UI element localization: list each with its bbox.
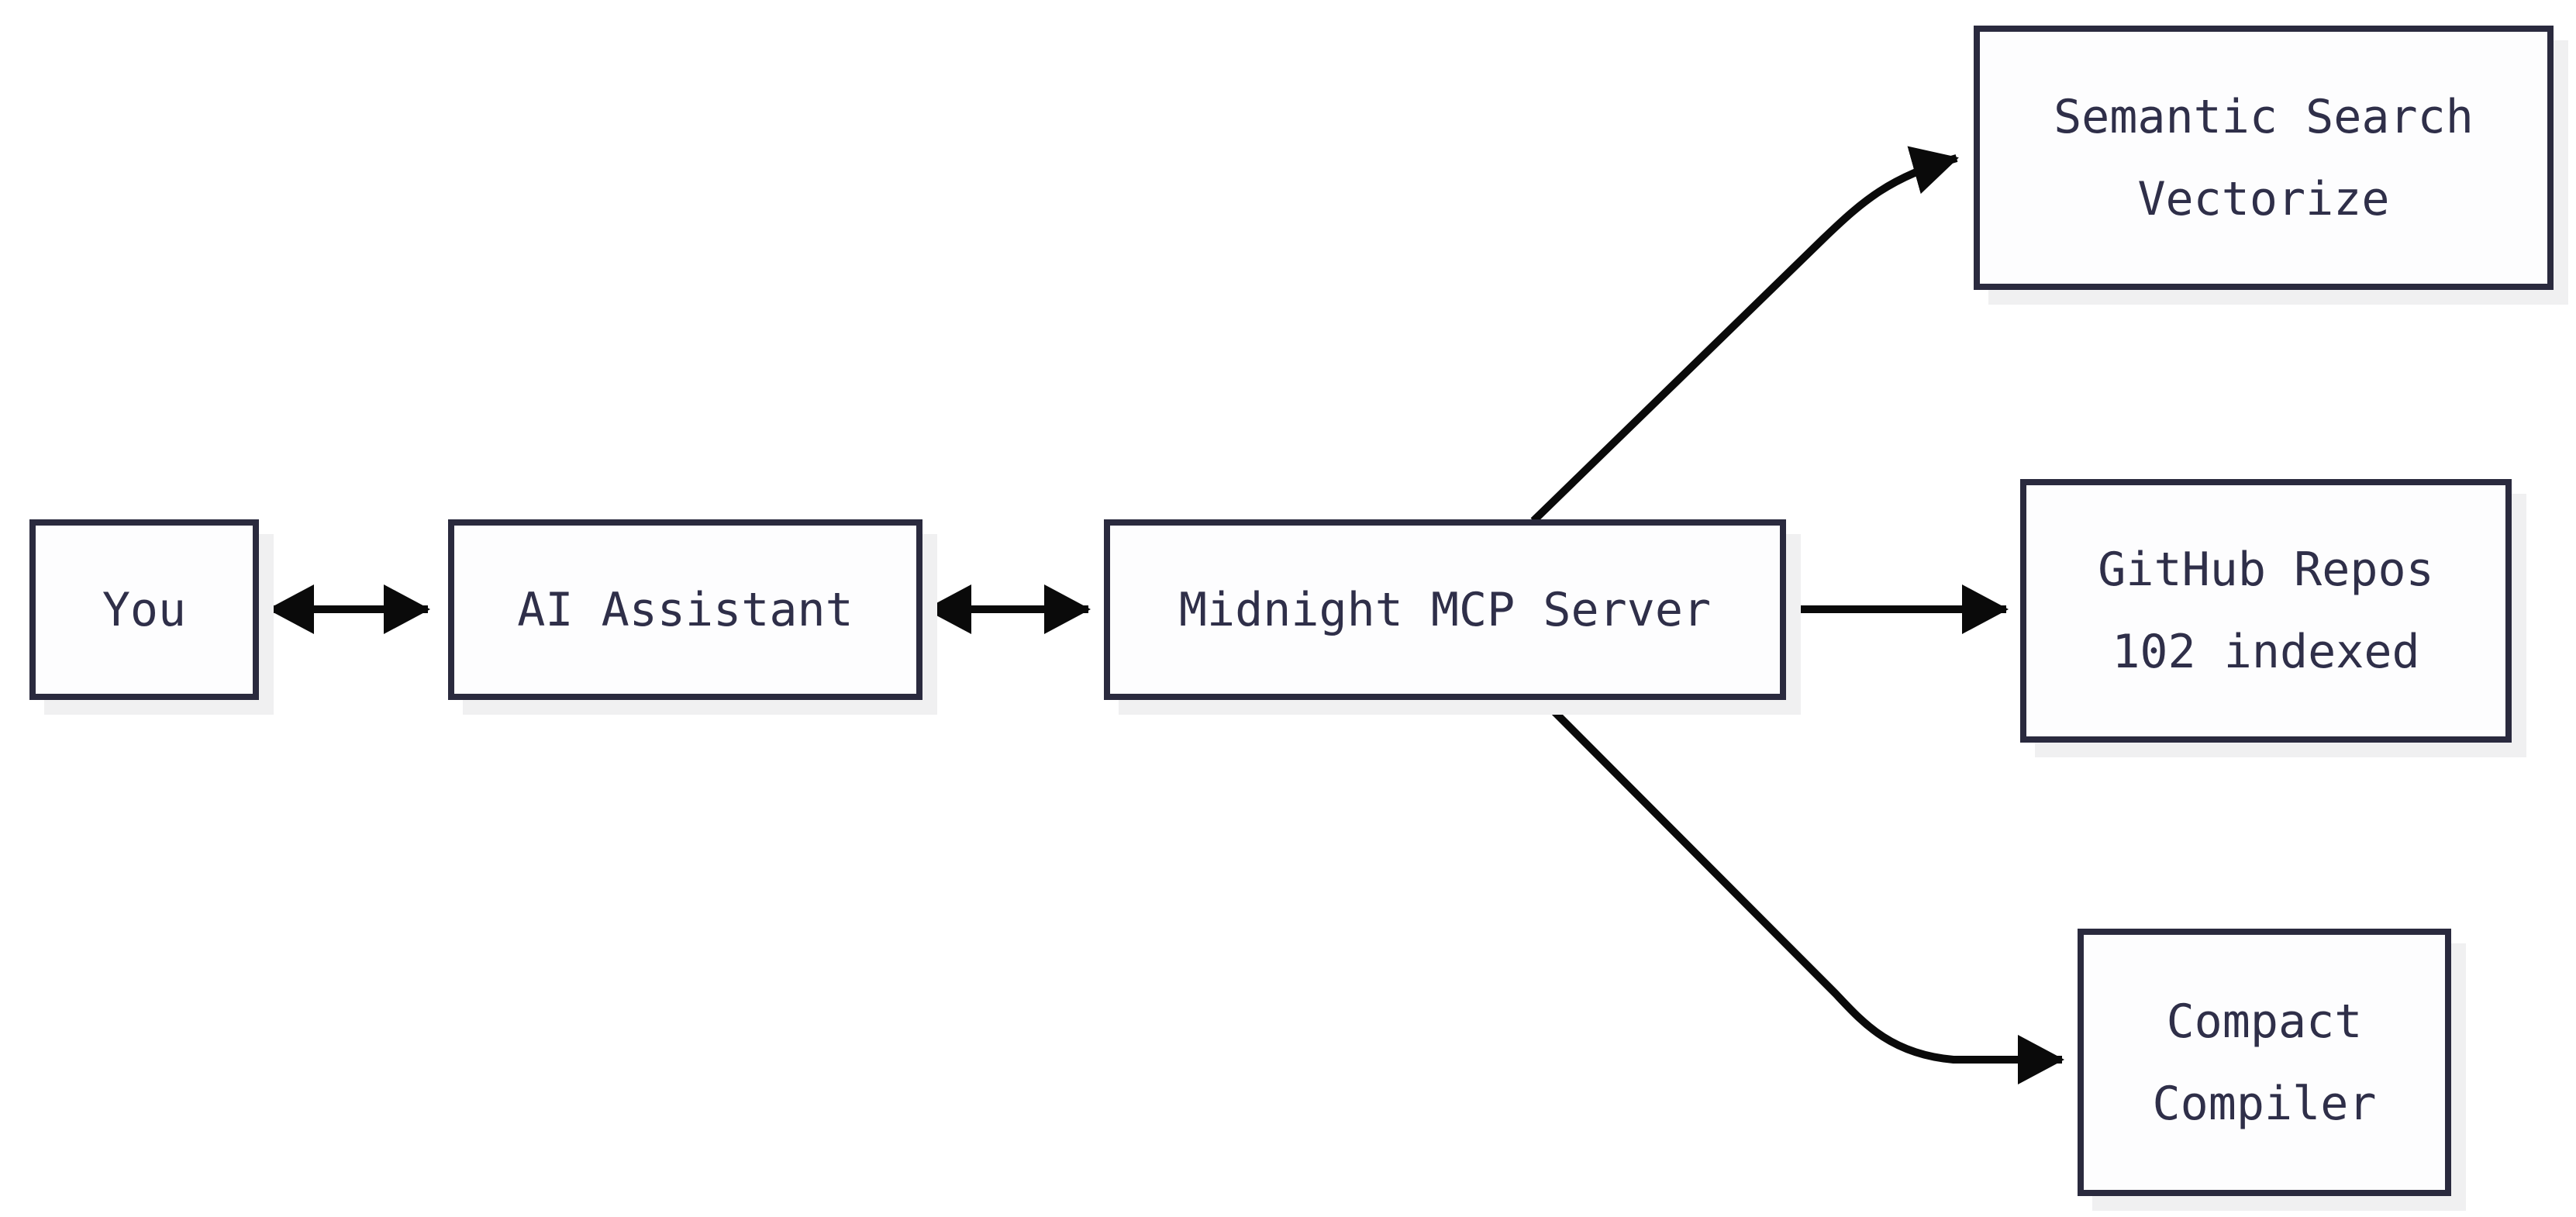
- node-label: Compiler: [2152, 1076, 2377, 1131]
- node-label: GitHub Repos: [2098, 543, 2434, 597]
- node-label: 102 indexed: [2112, 625, 2420, 679]
- node-github-repos: GitHub Repos 102 indexed: [2020, 479, 2512, 743]
- node-label: AI Assistant: [517, 582, 853, 637]
- node-you: You: [29, 519, 259, 700]
- node-midnight-mcp-server: Midnight MCP Server: [1104, 519, 1786, 700]
- node-label: Compact: [2166, 994, 2363, 1049]
- node-label: You: [102, 582, 187, 637]
- node-semantic-search-vectorize: Semantic Search Vectorize: [1974, 26, 2554, 290]
- node-ai-assistant: AI Assistant: [448, 519, 922, 700]
- node-compact-compiler: Compact Compiler: [2078, 929, 2451, 1196]
- node-label: Vectorize: [2137, 171, 2390, 226]
- edge-mcp-server-semantic-search: [1530, 146, 1959, 524]
- node-label: Midnight MCP Server: [1178, 582, 1712, 637]
- edge-mcp-server-compact-compiler: [1538, 695, 2064, 1084]
- node-label: Semantic Search: [2054, 89, 2474, 144]
